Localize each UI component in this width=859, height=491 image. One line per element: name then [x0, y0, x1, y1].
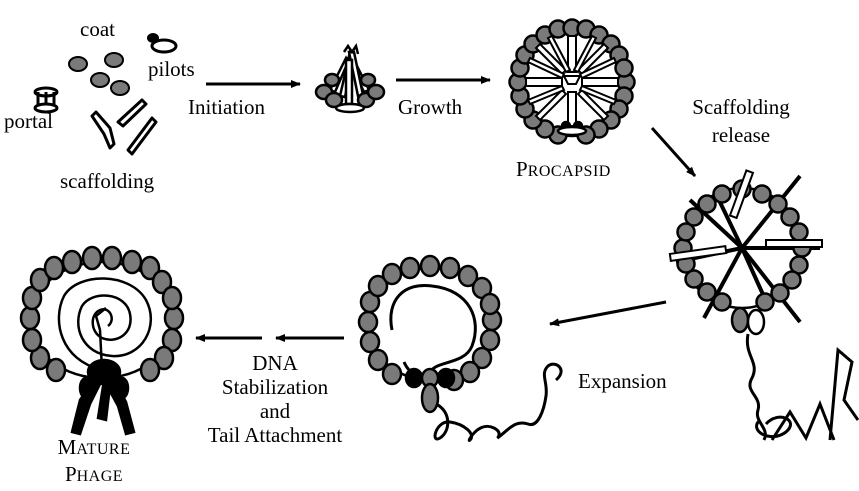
- label-initiation: Initiation: [188, 96, 265, 118]
- label-stabilization: Stabilization: [180, 376, 370, 398]
- label-procapsid-initial: P: [516, 157, 528, 181]
- mature-phage: [21, 247, 183, 434]
- label-scaffolding-release-line1: Scaffolding: [676, 96, 806, 118]
- arrow-expansion: [550, 302, 666, 324]
- label-scaffolding-release-line2: release: [676, 124, 806, 146]
- label-phage-initial: P: [65, 462, 77, 486]
- label-mature-initial: M: [58, 435, 77, 459]
- label-scaffolding-release: Scaffolding release: [676, 96, 806, 146]
- procapsid: [510, 20, 635, 144]
- scaffolding-release-capsid: [670, 170, 858, 440]
- label-expansion: Expansion: [578, 370, 667, 392]
- label-portal: portal: [4, 110, 53, 132]
- label-tail-attachment: Tail Attachment: [180, 424, 370, 446]
- label-scaffolding: scaffolding: [60, 170, 154, 192]
- label-growth: Growth: [398, 96, 462, 118]
- label-and: and: [180, 400, 370, 422]
- label-coat: coat: [80, 18, 115, 40]
- label-mature: MATURE: [24, 436, 164, 461]
- label-mature-phage: MATURE PHAGE: [24, 436, 164, 488]
- expanded-capsid: [359, 256, 561, 440]
- initiation-complex: [316, 46, 384, 112]
- label-pilots: pilots: [148, 58, 195, 80]
- label-procapsid-rest: ROCAPSID: [528, 163, 611, 180]
- label-procapsid: PROCAPSID: [516, 158, 611, 183]
- label-mature-rest: ATURE: [76, 441, 130, 458]
- label-dna-stabilization: DNA Stabilization and Tail Attachment: [180, 350, 370, 446]
- label-phage: PHAGE: [24, 463, 164, 488]
- scaffolding-proteins: [92, 100, 156, 154]
- coat-subunits: [69, 53, 129, 95]
- label-phage-rest: HAGE: [77, 468, 123, 485]
- pilot-proteins: [147, 33, 176, 52]
- label-dna: DNA: [180, 352, 370, 374]
